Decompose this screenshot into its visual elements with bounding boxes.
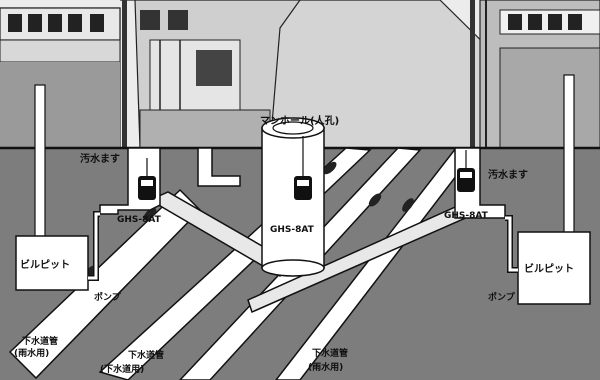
street-scene xyxy=(0,0,600,149)
drain-pipe xyxy=(197,147,241,187)
building-middle xyxy=(120,0,301,149)
pump-icon-center xyxy=(294,136,312,200)
pole-right xyxy=(470,0,475,148)
pump-model-right-label: GHS-8AT xyxy=(444,211,489,221)
pump-icon-right xyxy=(457,150,475,192)
manhole-cylinder xyxy=(261,117,325,277)
pump-left-label: ポンプ xyxy=(94,291,122,303)
building-left xyxy=(0,7,121,149)
pump-model-left-label: GHS-8AT xyxy=(117,215,162,225)
sewer-waste-label-line2: (下水道用) xyxy=(100,363,144,375)
pole-left xyxy=(122,0,127,148)
sewer-rain-left-label-line1: 下水道管 xyxy=(22,335,58,347)
building-pit-right-label: ビルピット xyxy=(524,262,574,275)
wastewater-box-right xyxy=(454,147,506,219)
wastewater-box-left-label: 汚水ます xyxy=(80,152,120,165)
pump-icon-left xyxy=(138,158,156,200)
building-pit-right xyxy=(505,74,591,305)
wastewater-box-right-label: 汚水ます xyxy=(488,168,528,181)
manhole-label: マンホール(人孔) xyxy=(260,114,339,127)
building-pit-left-label: ビルピット xyxy=(20,258,70,271)
pump-right-label: ポンプ xyxy=(488,291,516,303)
sewer-rain-right-label-line1: 下水道管 xyxy=(312,347,348,359)
building-pit-left xyxy=(15,84,100,291)
sewer-rain-right-label-line2: (雨水用) xyxy=(308,361,343,373)
pump-model-center-label: GHS-8AT xyxy=(270,225,315,235)
sewer-rain-left-label-line2: (雨水用) xyxy=(14,347,49,359)
sewer-waste-label-line1: 下水道管 xyxy=(128,349,164,361)
building-right xyxy=(479,0,600,149)
